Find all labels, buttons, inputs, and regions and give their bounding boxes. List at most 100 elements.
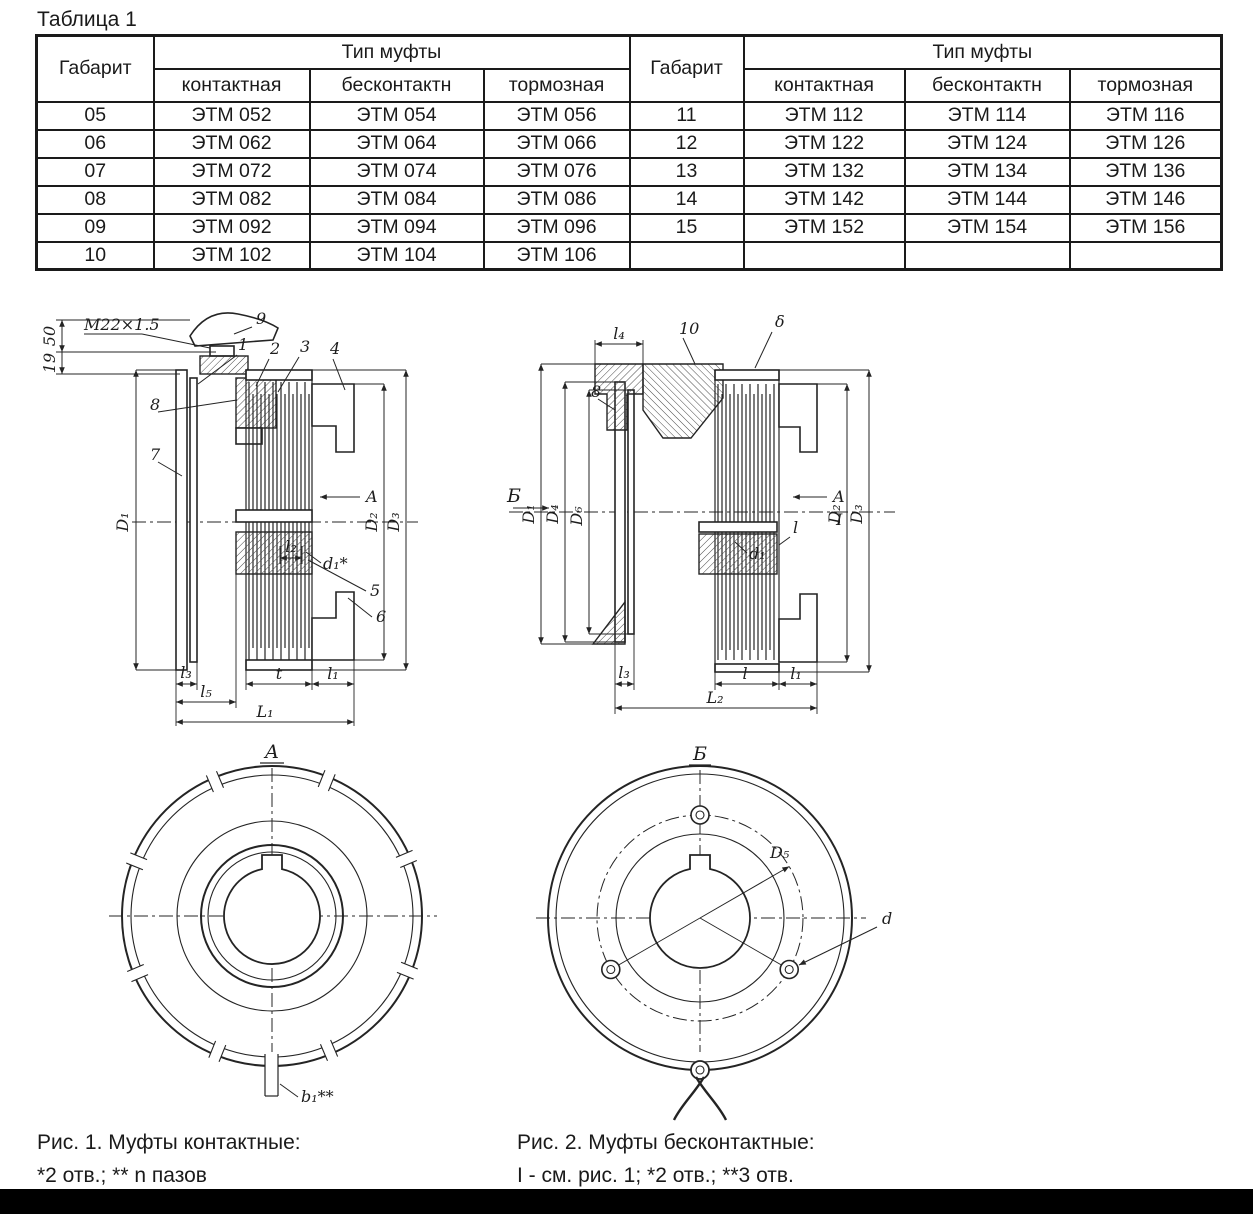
dim-label-l2: l₂ xyxy=(285,537,297,556)
dim-d: d xyxy=(798,909,892,966)
lead-wires xyxy=(672,1060,728,1121)
dim-label-b1: b₁** xyxy=(301,1087,334,1106)
part-label-8: 8 xyxy=(150,395,160,414)
fig1-caption: Рис. 1. Муфты контактные: *2 отв.; ** n … xyxy=(37,1126,301,1192)
cell-etm: ЭТМ 094 xyxy=(308,212,485,243)
fig2-caption: Рис. 2. Муфты бесконтактные: I - см. рис… xyxy=(517,1126,815,1192)
dim-label-D1: D₁ xyxy=(519,504,538,524)
dim-label-D4: D₄ xyxy=(543,504,562,524)
dim-label-d: d xyxy=(882,909,892,928)
dim-label-t: t xyxy=(276,664,283,683)
cell-gabarit xyxy=(628,240,745,271)
view-a-front: A b xyxy=(109,742,437,1106)
dim-label-50: 50 xyxy=(40,326,59,346)
cell-gabarit: 06 xyxy=(35,128,155,159)
dim-label-l1: l₁ xyxy=(327,664,339,683)
dim-label-l4: l₄ xyxy=(613,324,625,343)
cell-etm: ЭТМ 122 xyxy=(742,128,906,159)
dim-l2-d1: l₂ d₁* xyxy=(279,537,348,573)
view-b-label: Б xyxy=(692,746,707,765)
hub-section xyxy=(235,377,277,445)
dim-D2: D₂ xyxy=(817,383,850,663)
armature-disc xyxy=(175,369,198,671)
cell-etm: ЭТМ 152 xyxy=(742,212,906,243)
housing xyxy=(311,383,355,661)
dim-label-l-small: l xyxy=(793,518,798,537)
part-label-10: 10 xyxy=(679,319,699,338)
dim-label-L2: L₂ xyxy=(705,688,723,707)
cell-etm: ЭТМ 056 xyxy=(482,100,631,131)
col-header-kontaktnaya-right: контактная xyxy=(742,67,906,103)
part-label-8: 8 xyxy=(591,382,601,401)
cell-etm: ЭТМ 084 xyxy=(308,184,485,215)
dim-D4: D₄ xyxy=(543,381,615,643)
cell-gabarit: 15 xyxy=(628,212,745,243)
col-header-tormoznaya-right: тормозная xyxy=(1068,67,1223,103)
table-row: 06 ЭТМ 062 ЭТМ 064 ЭТМ 066 12 ЭТМ 122 ЭТ… xyxy=(35,128,1223,159)
center-hub xyxy=(698,521,778,575)
centerlines xyxy=(536,770,866,1052)
cell-etm: ЭТМ 136 xyxy=(1068,156,1223,187)
part-callouts: 10 δ 8 xyxy=(591,312,785,411)
gabarit-header-right: Габарит xyxy=(628,34,745,103)
cell-etm: ЭТМ 086 xyxy=(482,184,631,215)
section-a-i: A I xyxy=(793,487,845,529)
view-b-title: Б xyxy=(689,746,711,766)
dim-D5: D₅ xyxy=(699,843,790,919)
cell-etm xyxy=(1068,240,1223,271)
table-title: Таблица 1 xyxy=(37,8,137,31)
gabarit-header-left: Габарит xyxy=(35,34,155,103)
cell-gabarit: 07 xyxy=(35,156,155,187)
cell-etm: ЭТМ 074 xyxy=(308,156,485,187)
fig1-caption-title: Рис. 1. Муфты контактные: xyxy=(37,1131,301,1154)
col-header-beskontaktn-left: бесконтактн xyxy=(308,67,485,103)
fig1-caption-note: *2 отв.; ** n пазов xyxy=(37,1164,207,1187)
dim-label-D2: D₂ xyxy=(825,504,844,524)
col-header-tormoznaya-left: тормозная xyxy=(482,67,631,103)
part-label-7: 7 xyxy=(150,445,161,464)
table-header-row: Габарит Тип муфты Габарит Тип муфты xyxy=(35,34,1223,103)
cell-etm: ЭТМ 096 xyxy=(482,212,631,243)
cell-etm: ЭТМ 124 xyxy=(903,128,1071,159)
table-row: 07 ЭТМ 072 ЭТМ 074 ЭТМ 076 13 ЭТМ 132 ЭТ… xyxy=(35,156,1223,187)
section-a-label: A xyxy=(364,487,378,506)
fig1-cross-section: M22×1.5 50 19 9 1 2 3 4 8 7 xyxy=(40,309,418,726)
dim-label-D6: D₆ xyxy=(567,506,586,527)
cell-etm: ЭТМ 066 xyxy=(482,128,631,159)
dim-label-l3: l₃ xyxy=(180,663,192,682)
dim-D3: D₃ xyxy=(312,369,409,671)
bottom-black-bar xyxy=(0,1189,1253,1214)
cell-etm: ЭТМ 054 xyxy=(308,100,485,131)
table-row: 05 ЭТМ 052 ЭТМ 054 ЭТМ 056 11 ЭТМ 112 ЭТ… xyxy=(35,100,1223,131)
view-a-title: A xyxy=(260,742,284,764)
fig2-caption-title: Рис. 2. Муфты бесконтактные: xyxy=(517,1131,815,1154)
dim-label-l: l xyxy=(742,664,747,683)
dim-label-D3: D₃ xyxy=(384,512,403,532)
dim-D2: D₂ xyxy=(354,383,387,661)
part-label-9: 9 xyxy=(256,309,266,328)
cell-etm: ЭТМ 112 xyxy=(742,100,906,131)
dim-label-L1: L₁ xyxy=(255,702,273,721)
dim-label-D1: D₁ xyxy=(113,512,132,532)
gap-label-delta: δ xyxy=(775,312,785,331)
section-a-arrow: A xyxy=(320,487,378,506)
cell-etm: ЭТМ 106 xyxy=(482,240,631,271)
view-a-label: A xyxy=(263,742,279,763)
cell-gabarit: 13 xyxy=(628,156,745,187)
cell-etm: ЭТМ 104 xyxy=(308,240,485,271)
table-subheader-row: контактная бесконтактн тормозная контакт… xyxy=(37,67,1223,103)
part-label-3: 3 xyxy=(300,337,310,356)
detail-i-label: I xyxy=(835,510,843,529)
cell-gabarit: 08 xyxy=(35,184,155,215)
cell-etm: ЭТМ 062 xyxy=(152,128,311,159)
cell-gabarit: 14 xyxy=(628,184,745,215)
etm-types-table: Габарит Тип муфты Габарит Тип муфты конт… xyxy=(35,34,1224,271)
part-label-4: 4 xyxy=(329,339,340,358)
fig2-caption-note: I - см. рис. 1; *2 отв.; **3 отв. xyxy=(517,1164,794,1187)
cell-etm: ЭТМ 154 xyxy=(903,212,1071,243)
cell-etm: ЭТМ 132 xyxy=(742,156,906,187)
cell-etm: ЭТМ 102 xyxy=(152,240,311,271)
coil-yoke xyxy=(642,363,724,439)
cell-etm: ЭТМ 144 xyxy=(903,184,1071,215)
